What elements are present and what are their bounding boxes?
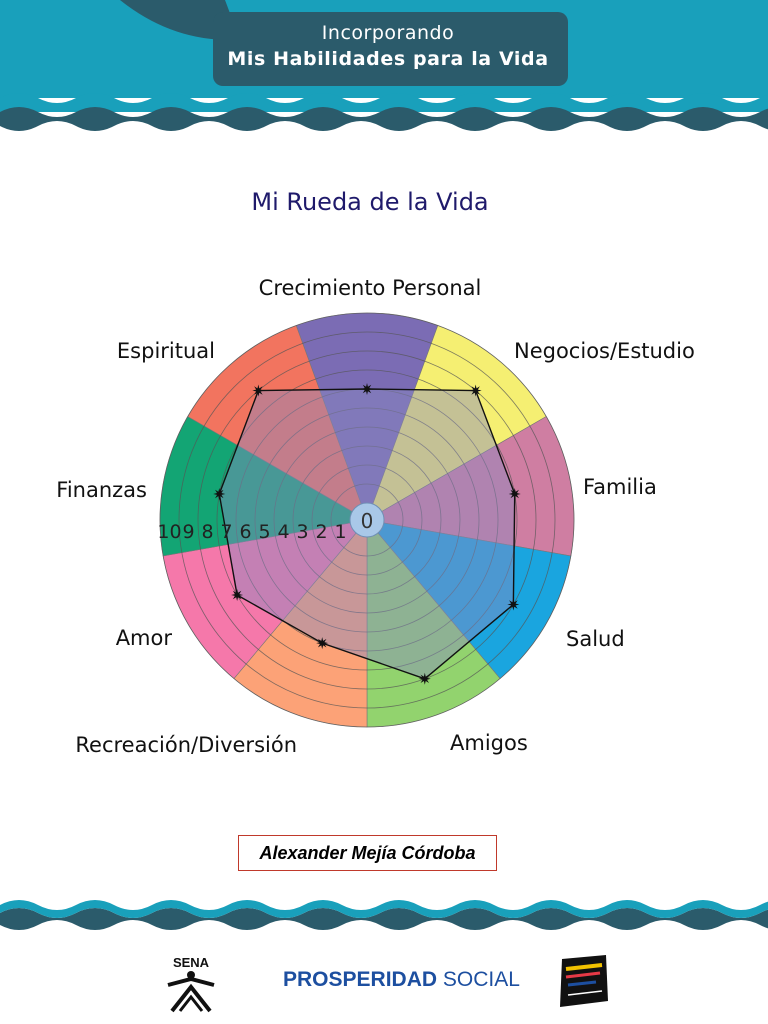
data-point-9: [252, 384, 265, 397]
center-circle: [349, 502, 385, 538]
sena-logo-text: SENA: [173, 955, 210, 970]
category-label: Recreación/Diversión: [75, 733, 297, 757]
scale-label: 9: [182, 521, 194, 543]
data-point-2: [469, 384, 482, 397]
grid-ring-10: [159, 312, 575, 728]
prosperidad-social-logo: PROSPERIDAD SOCIAL: [275, 960, 520, 1000]
grid-ring-3: [292, 445, 442, 595]
footer-wave: [0, 900, 768, 930]
data-point-5: [418, 672, 431, 685]
scale-label: 1: [334, 521, 346, 543]
logos-bar: SENA PROSPERIDAD SOCIAL: [0, 945, 768, 1015]
chart-title: Mi Rueda de la Vida: [251, 188, 488, 216]
scale-label: 6: [239, 521, 251, 543]
scale-label: 8: [201, 521, 213, 543]
data-point-1: [361, 383, 373, 395]
scale-label: 5: [258, 521, 270, 543]
data-point-6: [316, 637, 329, 650]
header-banner: Incorporando Mis Habilidades para la Vid…: [0, 0, 768, 135]
category-label: Amor: [116, 626, 173, 650]
scale-label: 3: [296, 521, 308, 543]
author-name-box: Alexander Mejía Córdoba: [238, 835, 497, 871]
grid-ring-9: [178, 331, 556, 709]
grid-ring-5: [254, 407, 480, 633]
grid-ring-7: [216, 369, 518, 671]
jovenes-en-accion-logo: [556, 951, 612, 1011]
category-label: Amigos: [450, 731, 528, 755]
grid-ring-2: [311, 464, 423, 576]
header-subtitle: Incorporando: [321, 22, 455, 44]
data-point-4: [507, 598, 520, 611]
scale-label: 10: [157, 521, 181, 543]
sena-logo: SENA: [160, 953, 222, 1013]
social-word: SOCIAL: [442, 968, 520, 991]
header-title: Mis Habilidades para la Vida: [227, 47, 549, 70]
prosperidad-word: PROSPERIDAD: [283, 968, 438, 991]
scale-label: 2: [315, 521, 327, 543]
center-label: 0: [361, 509, 374, 533]
grid-ring-1: [330, 483, 404, 557]
scale-label: 4: [277, 521, 289, 543]
category-label: Espiritual: [117, 339, 215, 363]
grid-ring-8: [197, 350, 537, 690]
grid-ring-4: [273, 426, 461, 614]
author-name: Alexander Mejía Córdoba: [259, 842, 476, 863]
category-label: Familia: [583, 475, 657, 499]
scale-label: 7: [220, 521, 232, 543]
data-point-3: [508, 487, 521, 500]
category-label: Salud: [566, 627, 625, 651]
data-point-8: [213, 487, 226, 500]
life-wheel-chart: Mi Rueda de la Vida 0 Crecimiento Persona…: [56, 188, 695, 757]
category-label: Finanzas: [56, 478, 147, 502]
category-label: Negocios/Estudio: [514, 339, 695, 363]
category-label: Crecimiento Personal: [259, 276, 482, 300]
data-point-7: [231, 589, 244, 601]
